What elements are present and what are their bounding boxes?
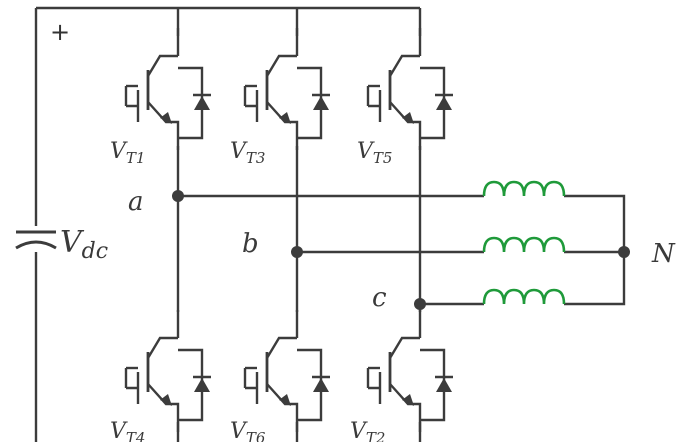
- switch-label-vt2: VT2: [350, 419, 385, 442]
- switch-vt6-icon: [243, 308, 332, 434]
- phase-c-wire: [420, 252, 626, 306]
- switch-label-vt1: VT1: [110, 139, 145, 167]
- switch-label-vt6: VT6: [230, 419, 266, 442]
- phase-a-wire: [178, 194, 626, 252]
- node-b-dot: [291, 246, 303, 258]
- switch-vt5-icon: [366, 26, 455, 152]
- switch-vt3-icon: [243, 26, 332, 152]
- plus-sign: +: [50, 18, 70, 46]
- inductor-a-icon: [482, 180, 566, 198]
- node-label-a: a: [128, 187, 144, 217]
- inductor-b-icon: [482, 236, 566, 254]
- inductor-c-icon: [482, 288, 566, 306]
- switch-label-vt5: VT5: [357, 139, 392, 167]
- node-label-n: N: [651, 239, 676, 269]
- switch-vt1-icon: [124, 26, 213, 152]
- switch-label-vt4: VT4: [110, 419, 145, 442]
- vdc-main: V: [60, 225, 85, 260]
- node-a-dot: [172, 190, 184, 202]
- node-n-dot: [618, 246, 630, 258]
- switch-vt4-icon: [124, 308, 213, 434]
- node-label-b: b: [242, 229, 259, 259]
- vdc-label: Vdc: [60, 225, 108, 264]
- vdc-sub: dc: [82, 239, 108, 264]
- node-c-dot: [414, 298, 426, 310]
- dc-capacitor: [15, 230, 57, 250]
- node-label-c: c: [372, 283, 387, 313]
- switch-label-vt3: VT3: [230, 139, 265, 167]
- switch-vt2-icon: [366, 308, 455, 434]
